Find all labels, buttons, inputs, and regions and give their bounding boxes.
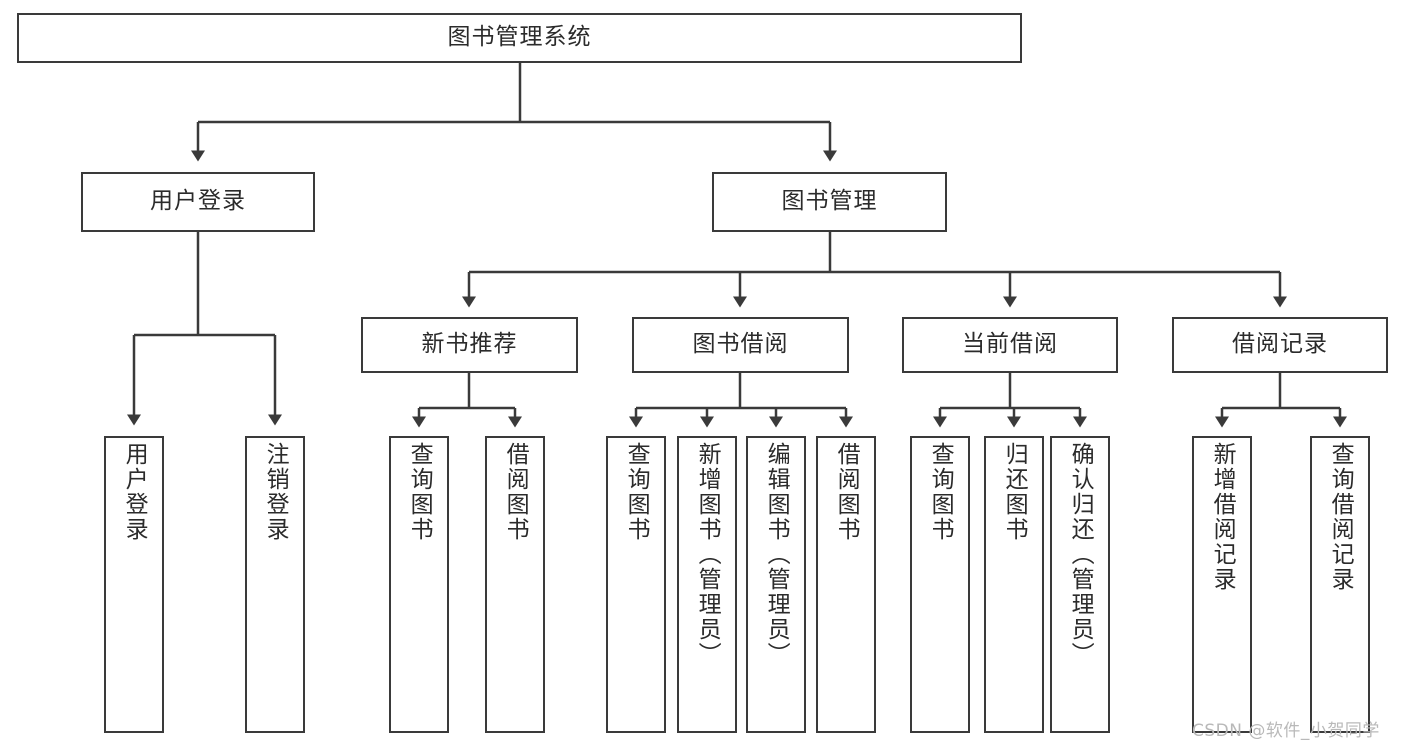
- node-leaf-query-book-recommend[interactable]: 查询图书: [389, 436, 449, 733]
- node-current-borrow-label: 当前借阅: [962, 331, 1058, 358]
- node-leaf-logout-login-label: 注销登录: [262, 442, 289, 542]
- node-leaf-query-book-recommend-label: 查询图书: [406, 442, 433, 542]
- node-leaf-add-book-admin[interactable]: 新增图书（管理员）: [677, 436, 737, 733]
- node-leaf-logout-login[interactable]: 注销登录: [245, 436, 305, 733]
- node-leaf-edit-book-admin[interactable]: 编辑图书（管理员）: [746, 436, 806, 733]
- node-book-management[interactable]: 图书管理: [712, 172, 947, 232]
- node-leaf-confirm-return-admin-label: 确认归还（管理员）: [1067, 442, 1094, 667]
- node-leaf-query-book-current[interactable]: 查询图书: [910, 436, 970, 733]
- node-leaf-add-book-admin-label: 新增图书（管理员）: [694, 442, 721, 667]
- node-leaf-edit-book-admin-label: 编辑图书（管理员）: [763, 442, 790, 667]
- node-leaf-return-book-label: 归还图书: [1001, 442, 1028, 542]
- node-leaf-query-book-borrow[interactable]: 查询图书: [606, 436, 666, 733]
- csdn-watermark: CSDN @软件_小贺同学: [1192, 721, 1380, 741]
- node-book-borrow-label: 图书借阅: [692, 331, 789, 358]
- node-leaf-user-login-label: 用户登录: [121, 442, 148, 542]
- node-leaf-borrow-book-label: 借阅图书: [833, 442, 860, 542]
- node-user-login[interactable]: 用户登录: [81, 172, 315, 232]
- node-leaf-query-borrow-record-label: 查询借阅记录: [1327, 442, 1354, 592]
- node-new-book-recommend-label: 新书推荐: [421, 331, 518, 358]
- node-leaf-query-book-borrow-label: 查询图书: [623, 442, 650, 542]
- node-leaf-query-book-current-label: 查询图书: [927, 442, 954, 542]
- node-root-label: 图书管理系统: [447, 24, 592, 51]
- node-borrow-record[interactable]: 借阅记录: [1172, 317, 1388, 373]
- node-leaf-add-borrow-record[interactable]: 新增借阅记录: [1192, 436, 1252, 733]
- node-book-borrow[interactable]: 图书借阅: [632, 317, 849, 373]
- node-new-book-recommend[interactable]: 新书推荐: [361, 317, 578, 373]
- node-root[interactable]: 图书管理系统: [17, 13, 1022, 63]
- node-leaf-borrow-book-recommend-label: 借阅图书: [502, 442, 529, 542]
- node-user-login-label: 用户登录: [150, 188, 246, 215]
- node-leaf-borrow-book-recommend[interactable]: 借阅图书: [485, 436, 545, 733]
- node-leaf-return-book[interactable]: 归还图书: [984, 436, 1044, 733]
- node-book-management-label: 图书管理: [781, 188, 878, 215]
- node-leaf-confirm-return-admin[interactable]: 确认归还（管理员）: [1050, 436, 1110, 733]
- node-leaf-add-borrow-record-label: 新增借阅记录: [1209, 442, 1236, 592]
- node-leaf-user-login[interactable]: 用户登录: [104, 436, 164, 733]
- node-borrow-record-label: 借阅记录: [1232, 331, 1328, 358]
- node-leaf-query-borrow-record[interactable]: 查询借阅记录: [1310, 436, 1370, 733]
- node-current-borrow[interactable]: 当前借阅: [902, 317, 1118, 373]
- node-leaf-borrow-book[interactable]: 借阅图书: [816, 436, 876, 733]
